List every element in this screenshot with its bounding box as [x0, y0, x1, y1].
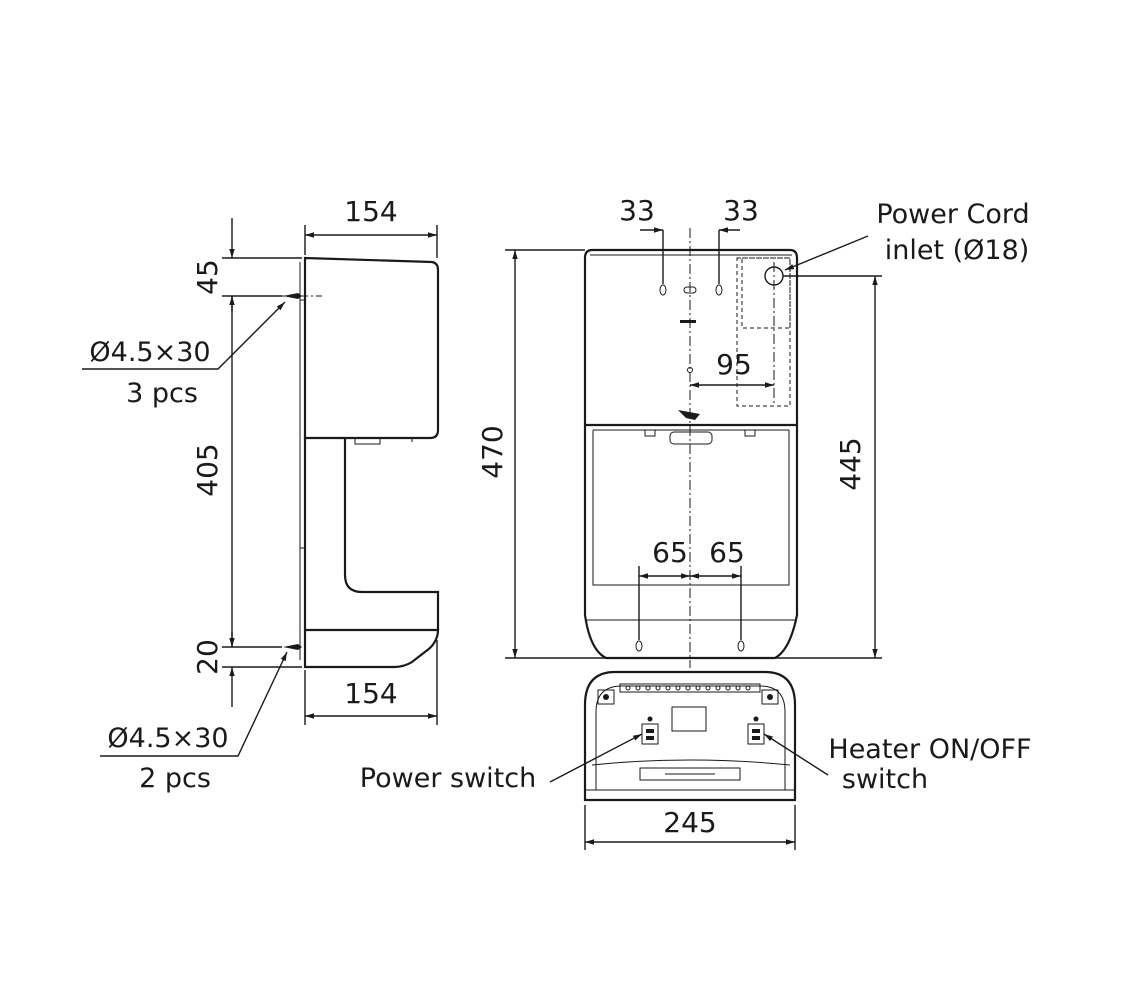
side-upper-body — [303, 256, 440, 440]
screw-lower-qty: 2 pcs — [139, 763, 211, 794]
leader-power-switch — [549, 733, 643, 783]
front-view: 33 33 95 65 65 470 445 Power Cord inlet … — [476, 194, 1030, 668]
dim-lower-right: 65 — [709, 536, 745, 569]
screw-upper-spec: Ø4.5×30 — [89, 337, 210, 368]
dim-width-top: 154 — [344, 195, 397, 228]
side-view: 154 154 45 405 20 Ø4.5×30 3 pcs Ø4.5×30 … — [82, 195, 440, 794]
dim-left-hole: 33 — [619, 194, 655, 227]
screw-lower-icon — [283, 644, 302, 650]
vent-row — [625, 685, 751, 691]
mount-hole-icon — [635, 284, 745, 652]
dim-top-offset: 45 — [191, 259, 224, 295]
power-switch-label: Power switch — [360, 763, 536, 794]
drain-icon — [678, 410, 700, 420]
side-neck — [343, 438, 440, 630]
front-hand-cavity — [592, 430, 790, 586]
dim-lower-left: 65 — [652, 536, 688, 569]
leader-heater-switch — [763, 733, 829, 776]
front-body-outline — [583, 248, 799, 660]
dim-inlet-offset: 95 — [716, 348, 752, 381]
leader-cord-inlet — [784, 235, 869, 271]
cord-inlet-label-line2: inlet (Ø18) — [885, 235, 1030, 266]
label-plate — [671, 706, 707, 732]
heater-switch-icon — [747, 716, 765, 745]
dim-bottom-width: 245 — [663, 806, 716, 839]
drain-tray-slot — [639, 767, 741, 781]
cord-inlet-area — [736, 257, 791, 407]
heater-switch-label-line1: Heater ON/OFF — [828, 734, 1031, 765]
dim-right-hole: 33 — [723, 194, 759, 227]
screw-lower-spec: Ø4.5×30 — [107, 723, 228, 754]
dim-inlet-height: 445 — [834, 437, 867, 490]
bottom-view: 245 Power switch Heater ON/OFF switch — [360, 670, 1032, 850]
heater-switch-label-line2: switch — [842, 764, 928, 795]
leader-screw-lower — [100, 651, 288, 757]
screw-upper-qty: 3 pcs — [126, 378, 198, 409]
bottom-body-outline — [583, 670, 797, 802]
side-base — [303, 628, 440, 669]
dim-total-height: 470 — [476, 425, 509, 478]
dim-width-bottom: 154 — [344, 677, 397, 710]
dim-bottom-offset: 20 — [191, 639, 224, 675]
leader-screw-upper — [82, 301, 286, 370]
power-switch-icon — [641, 716, 659, 745]
dim-mount-span: 405 — [191, 443, 224, 496]
cord-inlet-label-line1: Power Cord — [876, 199, 1029, 230]
